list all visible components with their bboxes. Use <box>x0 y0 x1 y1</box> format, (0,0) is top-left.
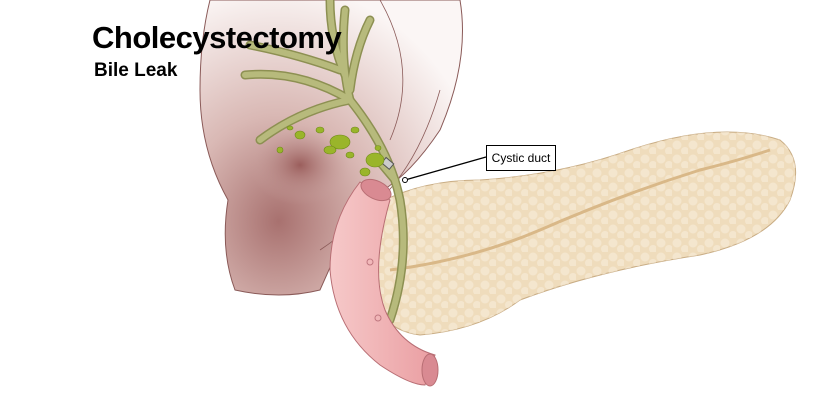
bile-ducts <box>240 0 408 325</box>
pancreas <box>365 131 797 336</box>
cystic-duct-leader <box>402 156 487 183</box>
bile-leak <box>276 125 385 177</box>
page-title: Cholecystectomy <box>92 20 342 55</box>
cystic-duct-label: Cystic duct <box>486 145 556 171</box>
page-subtitle: Bile Leak <box>94 60 178 81</box>
duodenum <box>329 178 439 387</box>
